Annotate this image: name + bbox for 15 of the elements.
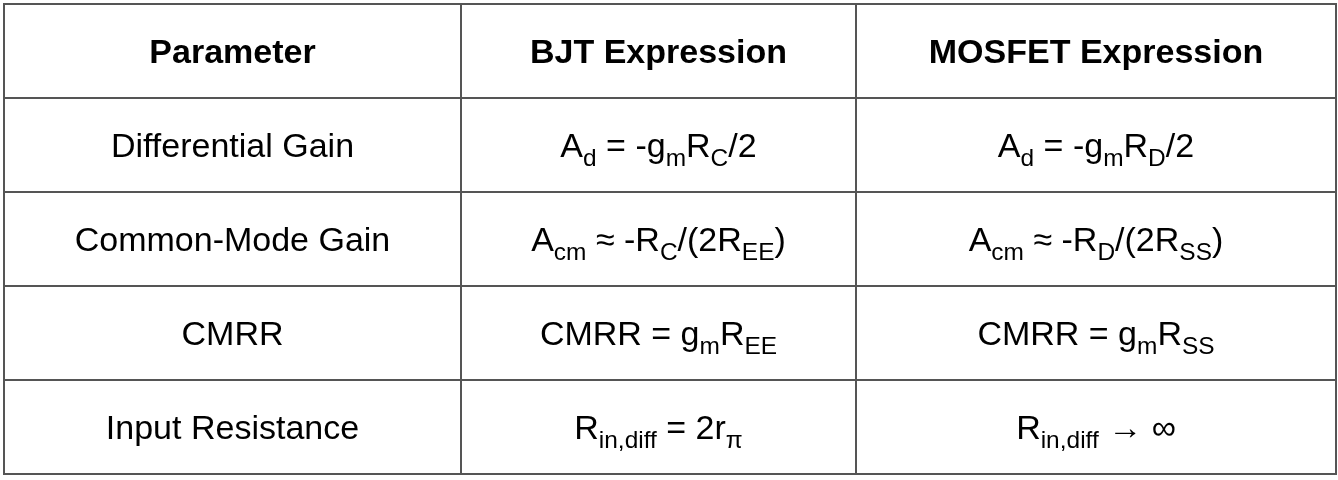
formula-cell: R$_{in,diff}$ → ∞ bbox=[856, 380, 1336, 474]
column-header: BJT Expression bbox=[461, 4, 856, 98]
formula-cell: CMRR = g$_{m}$R$_{SS}$ bbox=[856, 286, 1336, 380]
formula-cell: CMRR = g$_{m}$R$_{EE}$ bbox=[461, 286, 856, 380]
formula-cell: A$_{cm}$ ≈ -R$_{D}$/(2R$_{SS}$) bbox=[856, 192, 1336, 286]
formula-cell: R$_{in,diff}$ = 2r$_{π}$ bbox=[461, 380, 856, 474]
row-header: Differential Gain bbox=[4, 98, 461, 192]
column-header: MOSFET Expression bbox=[856, 4, 1336, 98]
column-header: Parameter bbox=[4, 4, 461, 98]
formula-cell: A$_{cm}$ ≈ -R$_{C}$/(2R$_{EE}$) bbox=[461, 192, 856, 286]
formula-cell: A$_{d}$ = -g$_{m}$R$_{C}$/2 bbox=[461, 98, 856, 192]
row-header: CMRR bbox=[4, 286, 461, 380]
row-header: Common-Mode Gain bbox=[4, 192, 461, 286]
formula-cell: A$_{d}$ = -g$_{m}$R$_{D}$/2 bbox=[856, 98, 1336, 192]
row-header: Input Resistance bbox=[4, 380, 461, 474]
